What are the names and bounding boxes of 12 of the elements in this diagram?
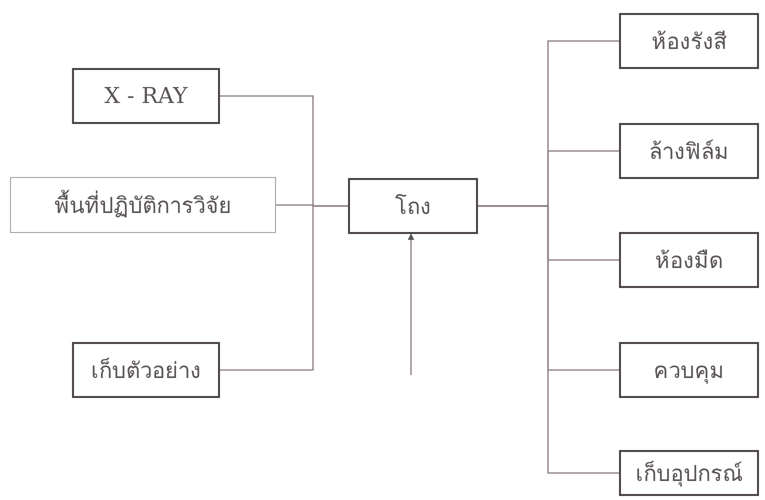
process-box: โถง [348, 178, 478, 234]
connector-line [220, 205, 348, 371]
arrow [408, 233, 414, 375]
process-box: เก็บอุปกรณ์ [619, 450, 759, 496]
process-box: X - RAY [72, 68, 220, 124]
connector-line [478, 205, 619, 474]
process-box: เก็บตัวอย่าง [72, 342, 220, 398]
process-box: ควบคุม [619, 342, 759, 398]
process-box: ห้องรังสี [619, 13, 759, 69]
process-box: ล้างฟิล์ม [619, 123, 759, 179]
process-box: พื้นที่ปฏิบัติการวิจัย [10, 177, 276, 233]
process-box: ห้องมืด [619, 232, 759, 288]
